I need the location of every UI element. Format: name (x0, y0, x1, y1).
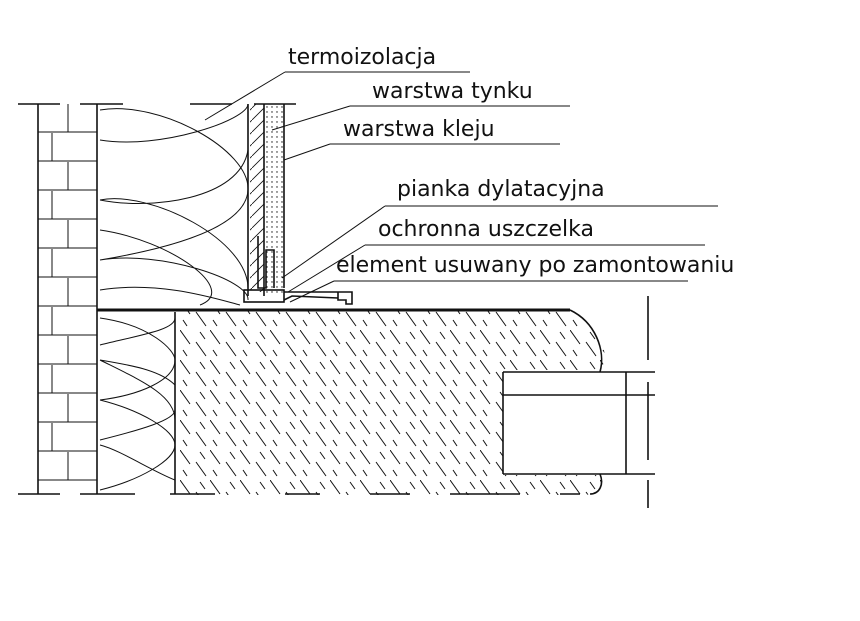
label-ochronna-uszczelka: ochronna uszczelka (378, 217, 594, 242)
label-warstwa-kleju: warstwa kleju (343, 117, 495, 142)
break-lines (18, 103, 580, 495)
glue-layer (266, 104, 285, 296)
label-element-usuwany: element usuwany po zamontowaniu (336, 253, 734, 278)
plaster-layer (250, 104, 265, 296)
upper-insulation (99, 103, 249, 306)
label-termoizolacja: termoizolacja (288, 45, 436, 70)
label-warstwa-tynku: warstwa tynku (372, 79, 533, 104)
window-frame (502, 296, 655, 508)
label-pianka-dylatacyjna: pianka dylatacyjna (397, 177, 605, 202)
concrete-slab (97, 308, 605, 495)
lower-insulation (99, 312, 176, 494)
expansion-profile (243, 236, 353, 305)
leader-lines (204, 71, 718, 303)
brick-wall (37, 104, 98, 494)
